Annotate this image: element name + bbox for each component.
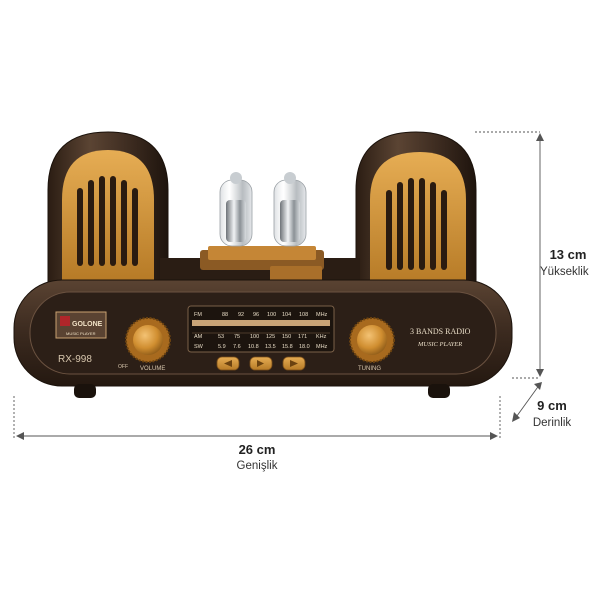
panel-text-player: MUSIC PLAYER: [417, 341, 462, 348]
dial-sw-mark: 15.8: [282, 344, 293, 350]
dial-am-mark: 125: [266, 334, 275, 340]
dial-am-mark: 150: [282, 334, 291, 340]
dial-sw-band: SW: [194, 344, 204, 350]
width-label: Genişlik: [236, 460, 278, 472]
dial-am-unit: KHz: [316, 334, 327, 340]
brand-subtitle: MUSIC PLAYER: [66, 331, 96, 336]
dial-fm-mark: 88: [222, 312, 228, 318]
height-dimension-line: [475, 131, 544, 379]
dial-sw-mark: 13.5: [265, 344, 276, 350]
right-speaker-grille: [386, 178, 447, 270]
left-speaker-grille: [77, 176, 138, 266]
vacuum-tube-right: [273, 172, 307, 247]
dial-sw-mark: 5.9: [218, 344, 226, 350]
tuning-knob[interactable]: [349, 317, 395, 363]
foot-right: [428, 384, 450, 398]
vacuum-tube-left: [219, 172, 253, 247]
panel-text-bands: 3 BANDS RADIO: [410, 327, 471, 336]
tuning-dial: FM 88 92 96 100 104 108 MHz AM 53 75 100…: [187, 305, 335, 353]
right-speaker: [355, 131, 477, 287]
height-label: Yükseklik: [540, 266, 589, 278]
brand-badge: GOLONE MUSIC PLAYER: [55, 311, 107, 339]
dial-sw-unit: MHz: [316, 344, 328, 350]
dial-fm-mark: 92: [238, 312, 244, 318]
dial-am-mark: 75: [234, 334, 240, 340]
dial-sw-mark: 18.0: [299, 344, 310, 350]
dial-sw-mark: 10.8: [248, 344, 259, 350]
dial-sw-mark: 7.6: [233, 344, 241, 350]
brand-name: GOLONE: [72, 321, 103, 328]
foot-left: [74, 384, 96, 398]
left-speaker: [47, 131, 169, 283]
width-value: 26 cm: [238, 442, 276, 457]
dial-am-mark: 171: [298, 334, 307, 340]
prev-button[interactable]: [216, 356, 240, 371]
width-dimension-line: [13, 396, 501, 440]
tuning-label: TUNING: [358, 366, 381, 372]
dial-fm-mark: 108: [299, 312, 308, 318]
dial-am-mark: 53: [218, 334, 224, 340]
depth-label: Derinlik: [532, 417, 572, 429]
depth-value: 9 cm: [537, 398, 567, 413]
volume-off-label: OFF: [118, 364, 128, 370]
dial-am-mark: 100: [250, 334, 259, 340]
dial-fm-band: FM: [194, 312, 202, 318]
play-pause-button[interactable]: [249, 356, 273, 371]
next-button[interactable]: [282, 356, 306, 371]
volume-knob[interactable]: [125, 317, 171, 363]
model-number: RX-998: [58, 354, 92, 365]
volume-label: VOLUME: [140, 366, 165, 372]
dial-am-band: AM: [194, 334, 203, 340]
depth-dimension-line: [512, 382, 542, 422]
dial-fm-mark: 96: [253, 312, 259, 318]
dial-fm-unit: MHz: [316, 312, 328, 318]
dial-fm-mark: 104: [282, 312, 291, 318]
height-value: 13 cm: [549, 247, 587, 262]
dial-fm-mark: 100: [267, 312, 276, 318]
